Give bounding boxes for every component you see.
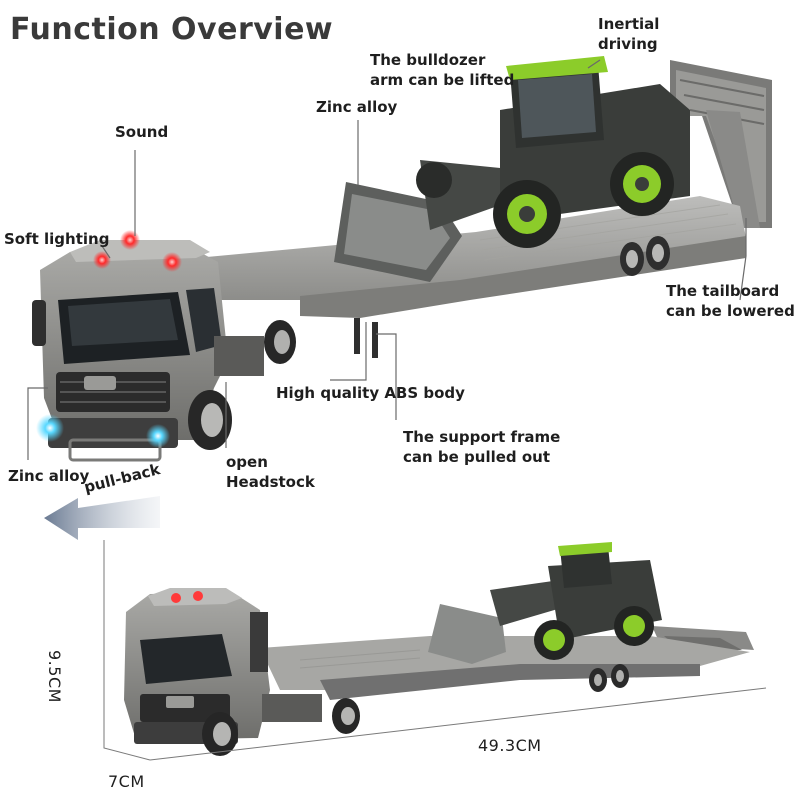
callout-zinc-alloy-bottom: Zinc alloy — [8, 467, 90, 485]
callout-support-frame-line1: The support frame — [403, 428, 561, 446]
dimension-height: 9.5CM — [45, 650, 64, 703]
callout-bulldozer-arm: The bulldozer arm can be lifted — [370, 50, 514, 90]
callout-soft-lighting: Soft lighting — [4, 230, 110, 248]
callout-tailboard-line2: can be lowered — [666, 302, 795, 320]
callout-tailboard-line1: The tailboard — [666, 282, 780, 300]
pull-back-arrow — [44, 496, 160, 540]
callout-tailboard: The tailboard can be lowered — [666, 281, 795, 321]
dimension-lines — [103, 540, 767, 761]
callout-abs-body: High quality ABS body — [276, 384, 465, 402]
callout-open-headstock-line2: Headstock — [226, 473, 315, 491]
callout-inertial-driving-line2: driving — [598, 35, 658, 53]
blue-light — [36, 414, 64, 442]
top-loader — [334, 56, 690, 282]
bottom-truck — [124, 542, 754, 756]
page-title: Function Overview — [10, 12, 334, 47]
top-truck — [32, 56, 772, 462]
callout-inertial-driving: Inertial driving — [598, 14, 659, 54]
truck-cab — [32, 240, 296, 462]
dimension-width: 7CM — [108, 772, 145, 791]
bottom-loader — [428, 542, 662, 664]
trailer-wheels — [620, 236, 670, 276]
callout-support-frame: The support frame can be pulled out — [403, 427, 560, 467]
callout-bulldozer-arm-line1: The bulldozer — [370, 51, 486, 69]
callout-bulldozer-arm-line2: arm can be lifted — [370, 71, 515, 89]
callout-inertial-driving-line1: Inertial — [598, 15, 660, 33]
tailboard-ramp — [670, 60, 772, 228]
red-light — [120, 230, 140, 250]
trailer-deck — [196, 196, 746, 300]
callout-sound: Sound — [115, 123, 169, 141]
callout-support-frame-line2: can be pulled out — [403, 448, 551, 466]
callout-open-headstock-line1: open — [226, 453, 268, 471]
callout-lines — [27, 59, 747, 460]
dimension-length: 49.3CM — [478, 736, 542, 755]
callout-open-headstock: open Headstock — [226, 452, 315, 492]
callout-zinc-alloy-top: Zinc alloy — [316, 98, 398, 116]
